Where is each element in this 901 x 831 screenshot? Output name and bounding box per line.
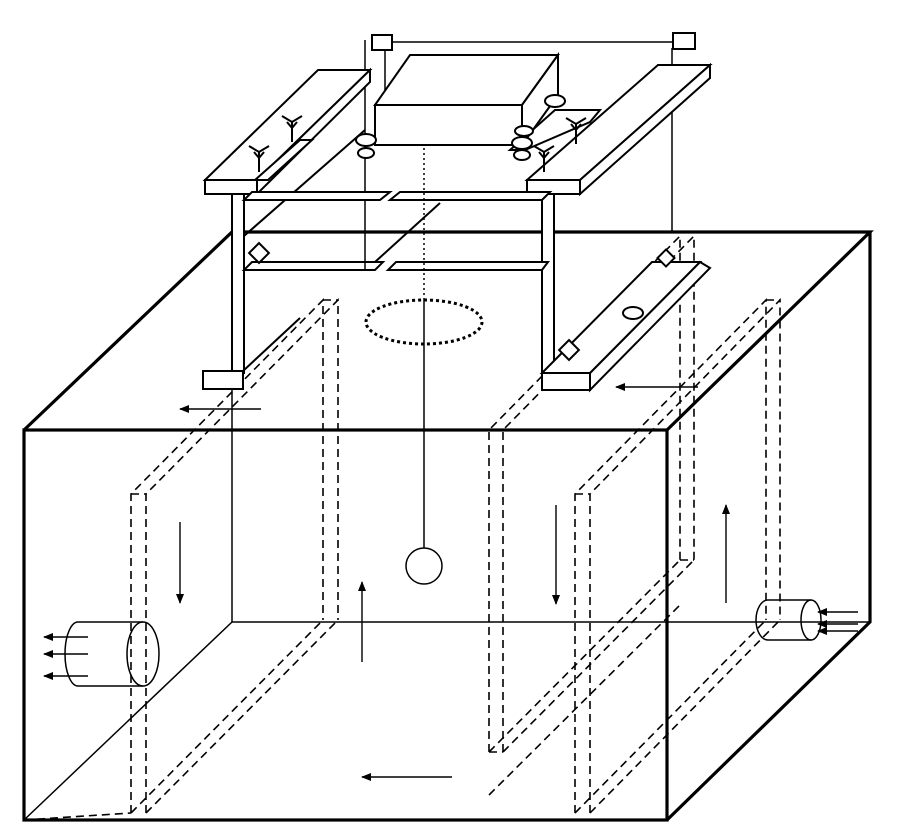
support-rod-left xyxy=(243,129,366,237)
right-rail-clip-icon xyxy=(656,248,676,268)
left-front-leg xyxy=(231,192,245,374)
lower-crossbar-right xyxy=(385,261,550,271)
outlet-pipe xyxy=(43,621,160,687)
left-foot xyxy=(202,317,301,390)
left-baffle xyxy=(23,298,339,821)
baffles xyxy=(23,234,781,821)
left-clamp-bar xyxy=(252,139,315,181)
right-front-leg xyxy=(541,192,555,374)
inlet-pipe xyxy=(755,599,858,641)
tank-bottom-diagonal-edge xyxy=(23,621,233,821)
wing-nut-left-1-icon xyxy=(248,145,270,172)
wing-nut-right-1-icon xyxy=(533,145,555,172)
box-foot-front-right-icon xyxy=(511,136,533,161)
sphere xyxy=(405,547,443,585)
right-rail-hole-icon xyxy=(622,306,644,320)
tank-box xyxy=(22,230,874,822)
box-foot-back-right-icon xyxy=(514,94,566,137)
top-platform xyxy=(202,32,713,270)
tank-front-face xyxy=(22,428,669,822)
tank-right-face xyxy=(665,232,872,822)
balance-box xyxy=(355,51,566,161)
flow-arrows xyxy=(176,383,730,781)
suspended-sphere xyxy=(364,148,484,585)
opening-dotted-ellipse xyxy=(364,298,484,346)
right-foot-clip-icon xyxy=(557,338,581,362)
middle-plate-left xyxy=(241,191,393,201)
right-foot xyxy=(539,248,712,393)
middle-baffle xyxy=(488,234,695,796)
left-frame-clip-icon xyxy=(247,241,271,265)
support-rod-right xyxy=(374,202,441,263)
back-right-post-block xyxy=(672,32,696,50)
lower-crossbar-left xyxy=(241,261,386,271)
box-foot-front-left-icon xyxy=(355,133,377,159)
wing-nut-right-2-icon xyxy=(565,117,587,144)
right-baffle xyxy=(574,298,781,814)
middle-plate-right xyxy=(387,191,553,201)
back-left-post-block xyxy=(371,34,393,51)
wing-nut-left-2-icon xyxy=(281,115,303,142)
